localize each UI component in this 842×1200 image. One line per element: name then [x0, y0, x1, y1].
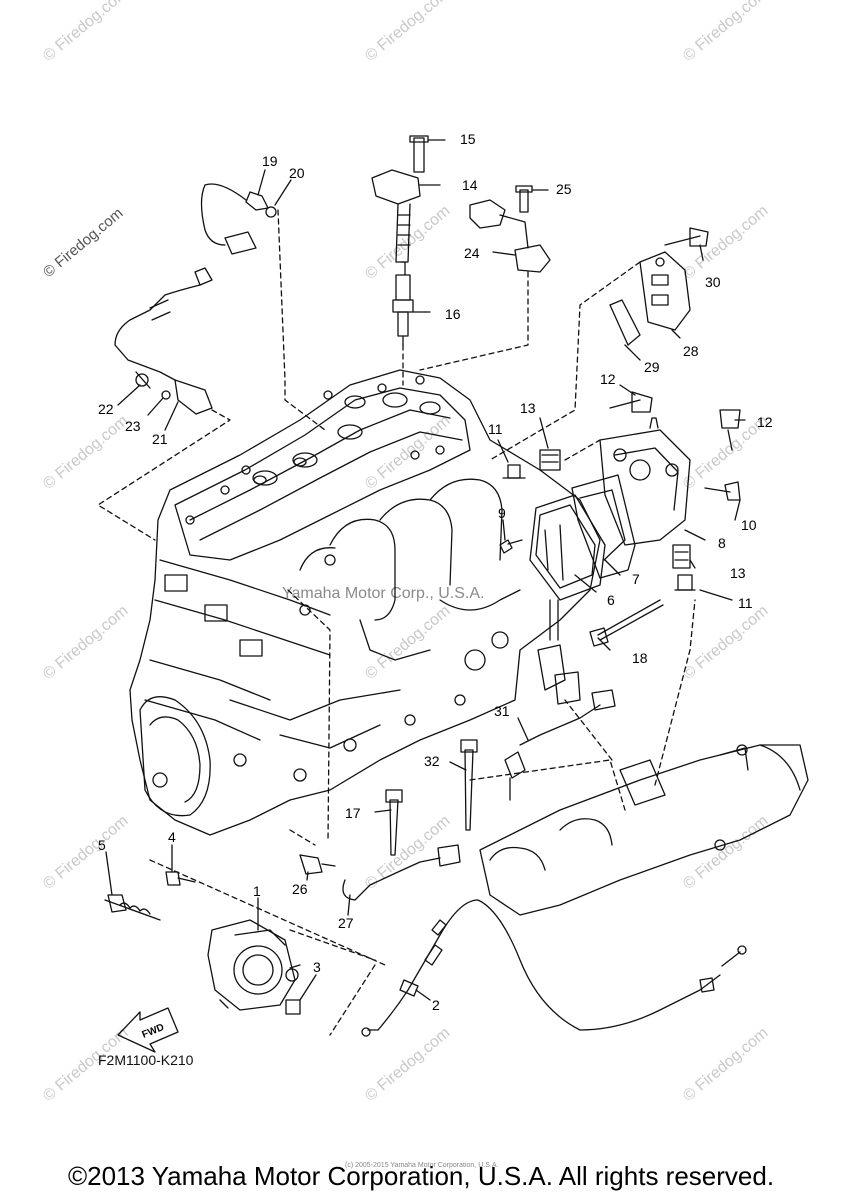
callout-20: 20 — [289, 165, 305, 181]
callout-24: 24 — [464, 245, 480, 261]
callout-30: 30 — [705, 274, 721, 290]
callout-21: 21 — [152, 431, 168, 447]
fwd-text: FWD — [141, 1022, 166, 1041]
callout-3: 3 — [313, 959, 321, 975]
callout-18: 18 — [632, 650, 648, 666]
callout-12a: 12 — [600, 371, 616, 387]
callout-8: 8 — [718, 535, 726, 551]
callout-16: 16 — [445, 306, 461, 322]
exhaust-duct — [479, 744, 809, 916]
callout-19: 19 — [262, 153, 278, 169]
callout-6: 6 — [607, 592, 615, 608]
callout-7: 7 — [632, 571, 640, 587]
callout-26: 26 — [292, 881, 308, 897]
cable-tie — [385, 739, 478, 856]
center-watermark: Yamaha Motor Corp., U.S.A. — [282, 585, 485, 602]
ecu-module — [529, 494, 606, 601]
callout-22: 22 — [98, 401, 114, 417]
mounting-plate — [599, 417, 691, 546]
callout-leaders — [105, 139, 746, 1001]
callout-10: 10 — [741, 517, 757, 533]
callout-numbers: 1 2 3 4 5 6 7 8 9 10 11 11 12 12 13 13 1… — [98, 131, 773, 1013]
copyright-notice: ©2013 Yamaha Motor Corporation, U.S.A. A… — [67, 1161, 775, 1191]
spark-plug — [392, 261, 414, 346]
callout-2: 2 — [432, 997, 440, 1013]
sensor-harness — [469, 185, 551, 273]
callout-27: 27 — [338, 915, 354, 931]
leader-lines — [149, 439, 696, 1036]
knock-sensor — [504, 689, 616, 801]
engine-block — [129, 369, 601, 836]
callout-13a: 13 — [520, 400, 536, 416]
callout-31: 31 — [494, 703, 510, 719]
fwd-arrow — [117, 1007, 179, 1053]
callout-13b: 13 — [730, 565, 746, 581]
callout-1: 1 — [253, 883, 261, 899]
callout-9: 9 — [498, 505, 506, 521]
callout-5: 5 — [98, 837, 106, 853]
callout-11a: 11 — [488, 421, 503, 437]
sensor-harness-left — [114, 183, 277, 415]
callout-4: 4 — [168, 829, 176, 845]
temperature-sensor — [589, 599, 664, 647]
callout-12b: 12 — [757, 414, 773, 430]
grommets — [502, 449, 696, 591]
fine-print: (c) 2005-2015 Yamaha Motor Corporation, … — [345, 1162, 499, 1169]
diagram-code: F2M1100-K210 — [98, 1052, 194, 1068]
callout-28: 28 — [683, 343, 699, 359]
throttle-cable — [361, 899, 747, 1037]
callout-17: 17 — [345, 805, 361, 821]
callout-14: 14 — [462, 177, 478, 193]
throttle-body — [207, 919, 301, 1011]
throttle-switch — [639, 251, 691, 331]
callout-11b: 11 — [738, 595, 753, 611]
callout-25: 25 — [556, 181, 572, 197]
ignition-coil — [371, 135, 429, 263]
bolts — [499, 227, 741, 554]
gasket-plate — [571, 474, 636, 579]
callout-15: 15 — [460, 131, 476, 147]
callout-29: 29 — [644, 359, 660, 375]
callout-32: 32 — [424, 753, 440, 769]
callout-23: 23 — [125, 418, 141, 434]
